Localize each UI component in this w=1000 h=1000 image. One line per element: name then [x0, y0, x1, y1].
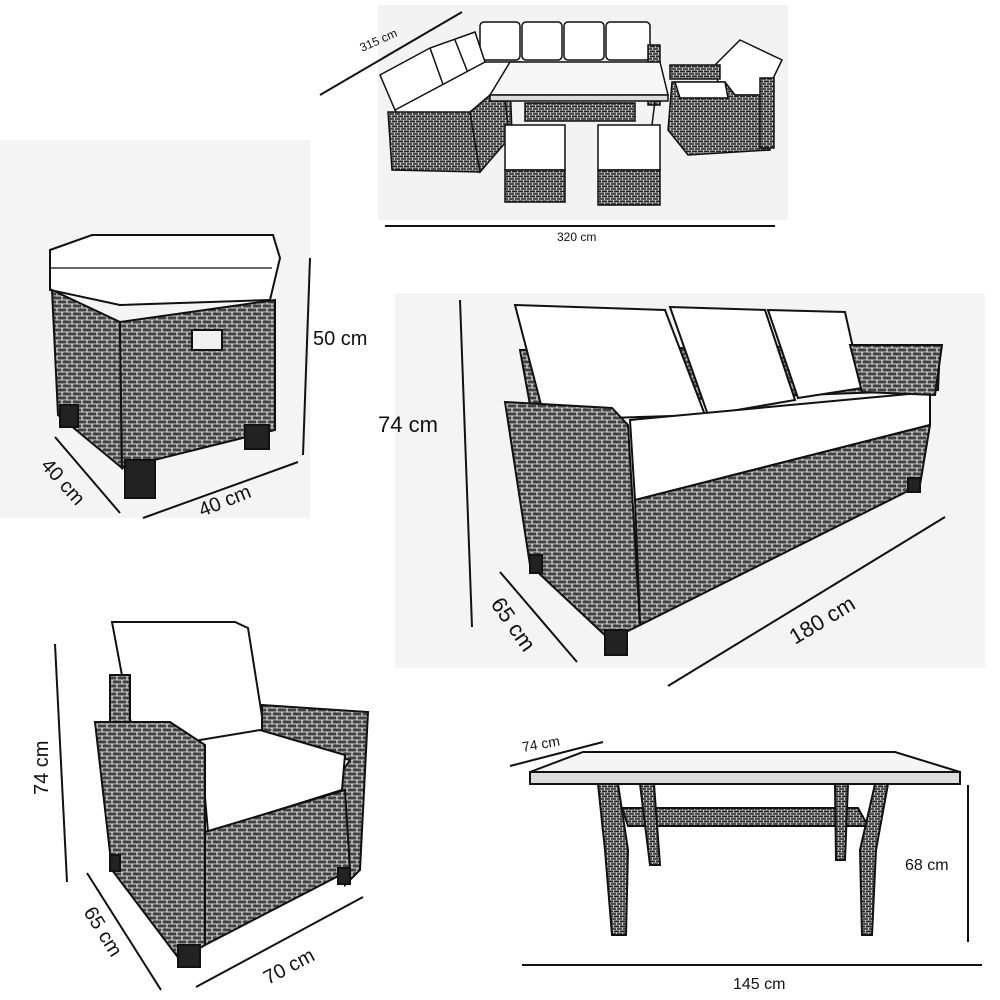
sofa-height-line: [459, 299, 473, 628]
table-width-label: 145 cm: [733, 976, 785, 993]
armchair-width-label: 70 cm: [260, 944, 318, 989]
table-height-label: 68 cm: [905, 857, 949, 874]
sofa-height-label: 74 cm: [378, 412, 438, 437]
sofa-illustration: 74 cm 65 cm 180 cm: [378, 293, 985, 687]
overview-depth-line: [319, 11, 463, 96]
armchair-width-line: [195, 896, 364, 988]
stool-illustration: 50 cm 40 cm 40 cm: [0, 140, 367, 522]
overview-width-label: 320 cm: [557, 230, 596, 244]
set-overview-illustration: 315 cm 320 cm: [319, 5, 788, 244]
stool-height-line: [302, 257, 311, 456]
stool-height-label: 50 cm: [313, 328, 367, 350]
armchair-depth-label: 65 cm: [79, 903, 127, 961]
stool-width-line: [142, 461, 299, 519]
armchair-illustration: 74 cm 65 cm 70 cm: [31, 621, 370, 991]
overview-stools: [504, 124, 661, 206]
overview-armchair: [667, 39, 784, 156]
sofa-width-line: [667, 516, 946, 687]
table-depth-label: 74 cm: [521, 733, 561, 755]
armchair-height-line: [54, 643, 68, 883]
table-illustration: 74 cm 68 cm 145 cm: [509, 733, 982, 993]
stool-depth-line: [54, 436, 121, 514]
overview-table: [488, 61, 669, 126]
armchair-depth-line: [86, 872, 162, 991]
sofa-depth-line: [499, 571, 578, 663]
armchair-height-label: 74 cm: [31, 741, 53, 795]
table-depth-line: [509, 741, 604, 767]
corner-sofa: [379, 21, 661, 174]
